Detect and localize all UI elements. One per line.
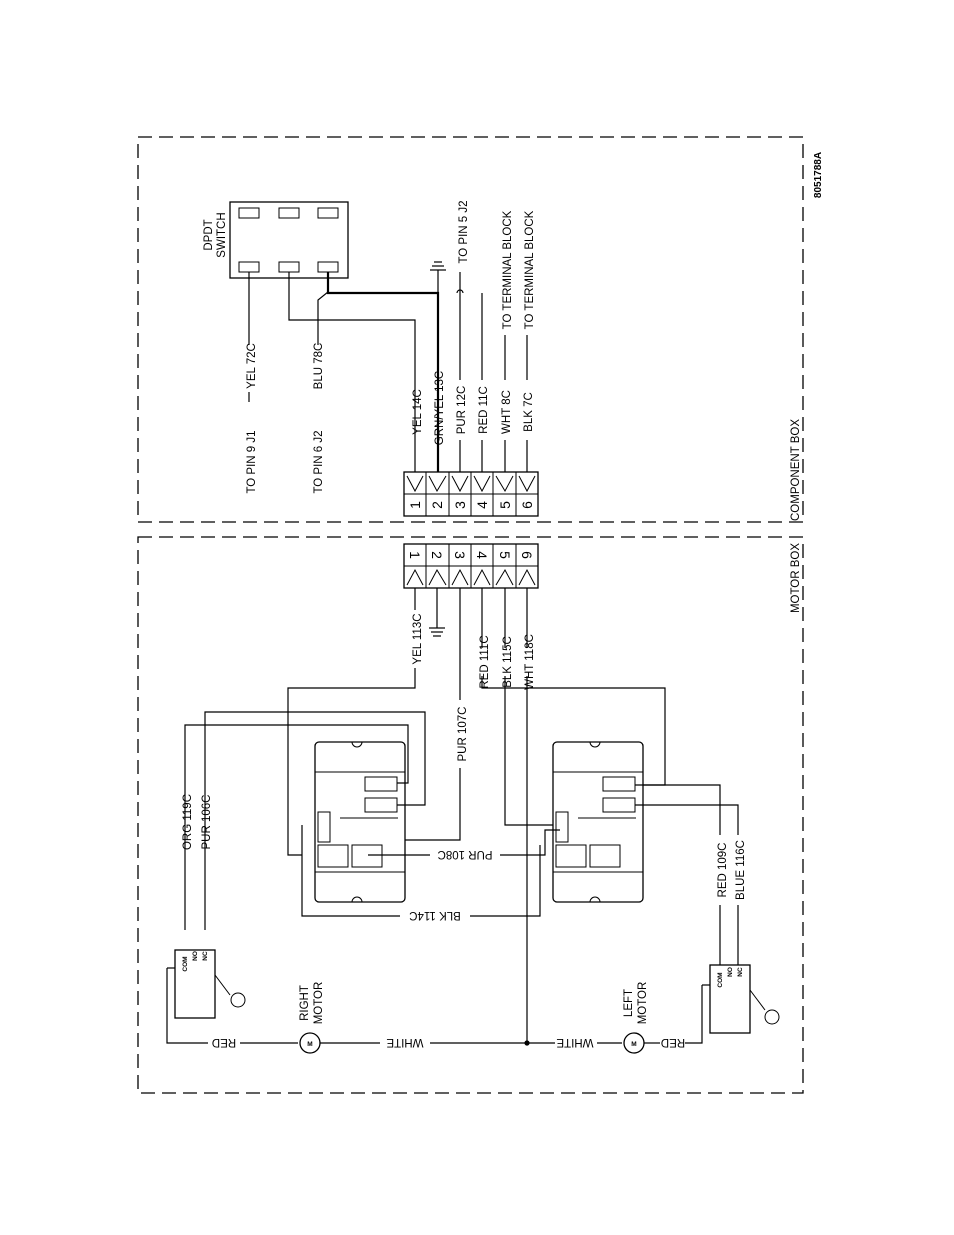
label-blk-7c: BLK 7C <box>523 392 535 432</box>
limit-right-com: COM <box>182 956 189 971</box>
motor-box-label: MOTOR BOX <box>790 543 802 613</box>
pin-lower-2: 2 <box>429 551 445 559</box>
pin-lower-5: 5 <box>497 551 513 559</box>
label-red-left: RED <box>661 1036 685 1048</box>
label-to-pin-5-j2: TO PIN 5 J2 <box>458 200 470 263</box>
svg-text:M: M <box>307 1041 312 1048</box>
label-pur-106c: PUR 106C <box>201 795 213 850</box>
wire-org-119c <box>184 724 409 930</box>
label-yel-72c: YEL 72C <box>246 343 258 389</box>
wire-blu-78c <box>288 272 416 472</box>
pin-lower-4: 4 <box>474 551 490 559</box>
label-red-109c: RED 109C <box>717 843 729 898</box>
drawing-number: 8051788A <box>813 152 824 198</box>
limit-right-nc: NC <box>202 951 209 961</box>
limit-switch-right <box>174 949 246 1019</box>
label-white-left: WHITE <box>556 1036 593 1048</box>
limit-right-no: NO <box>192 951 199 961</box>
relay-left <box>552 741 644 903</box>
label-org-119c: ORG 119C <box>182 794 194 850</box>
pin-upper-2: 2 <box>429 501 445 509</box>
label-wht-118c: WHT 118C <box>524 634 536 690</box>
limit-left-no: NO <box>727 967 734 977</box>
label-yel-113c: YEL 113C <box>412 613 424 664</box>
pin-lower-3: 3 <box>452 551 468 559</box>
wire-pur-106c <box>204 711 426 930</box>
right-motor-icon: M <box>299 1032 321 1054</box>
right-motor-label-line1: RIGHT <box>299 985 311 1021</box>
label-to-terminal-block-1: TO TERMINAL BLOCK <box>502 210 514 329</box>
pin-upper-6: 6 <box>519 501 535 509</box>
component-box-label: COMPONENT BOX <box>790 419 802 521</box>
connector-lower <box>403 543 539 589</box>
label-wht-8c: WHT 8C <box>501 390 513 434</box>
pin-upper-1: 1 <box>407 501 423 509</box>
label-blk-114c: BLK 114C <box>409 909 461 921</box>
wire-yel-14c <box>326 272 440 472</box>
ground-icon <box>430 261 446 293</box>
pin-lower-6: 6 <box>519 551 535 559</box>
limit-left-com: COM <box>717 972 724 987</box>
label-blue-116c: BLUE 116C <box>735 840 747 900</box>
ground-icon <box>429 588 445 637</box>
pin-upper-4: 4 <box>474 501 490 509</box>
label-red-11c: RED 11C <box>478 386 490 434</box>
wire-blk-114c <box>301 825 400 917</box>
limit-switch-left <box>709 964 780 1034</box>
pin-lower-1: 1 <box>407 551 423 559</box>
label-to-terminal-block-2: TO TERMINAL BLOCK <box>524 210 536 329</box>
label-blu-78c: BLU 78C <box>313 343 325 390</box>
limit-left-nc: NC <box>737 967 744 977</box>
dpdt-switch-label-line2: SWITCH <box>216 212 228 257</box>
left-motor-label-line1: LEFT <box>623 989 635 1017</box>
right-motor-label-line2: MOTOR <box>313 982 325 1025</box>
pin-upper-3: 3 <box>452 501 468 509</box>
relay-right <box>314 741 406 903</box>
label-white-right: WHITE <box>386 1036 423 1048</box>
label-pur-12c: PUR 12C <box>456 386 468 435</box>
left-motor-icon: M <box>623 1032 645 1054</box>
label-blk-115c: BLK 115C <box>502 636 514 688</box>
wire-red-109c <box>635 784 721 835</box>
component-box-outline <box>137 136 804 523</box>
dpdt-switch-label-line1: DPDT <box>203 219 215 250</box>
label-yel-14c: YEL 14C <box>412 389 424 435</box>
label-red-right: RED <box>212 1036 236 1048</box>
label-pur-107c: PUR 107C <box>457 707 469 762</box>
svg-text:M: M <box>631 1041 636 1048</box>
label-pur-108c: PUR 108C <box>438 848 493 860</box>
connector-upper <box>403 471 539 517</box>
label-to-pin-9-j1: TO PIN 9 J1 <box>246 430 258 493</box>
wire-blue-116c <box>635 804 739 835</box>
label-to-pin-6-j2: TO PIN 6 J2 <box>313 430 325 493</box>
label-grn-yel-13c: GRN/YEL 13C <box>434 371 446 445</box>
motor-box-outline <box>137 536 804 1094</box>
dpdt-switch <box>229 201 349 279</box>
label-red-111c: RED 111C <box>479 635 491 688</box>
left-motor-label-line2: MOTOR <box>637 982 649 1025</box>
pin-upper-5: 5 <box>497 501 513 509</box>
junction-dot <box>524 1040 530 1046</box>
